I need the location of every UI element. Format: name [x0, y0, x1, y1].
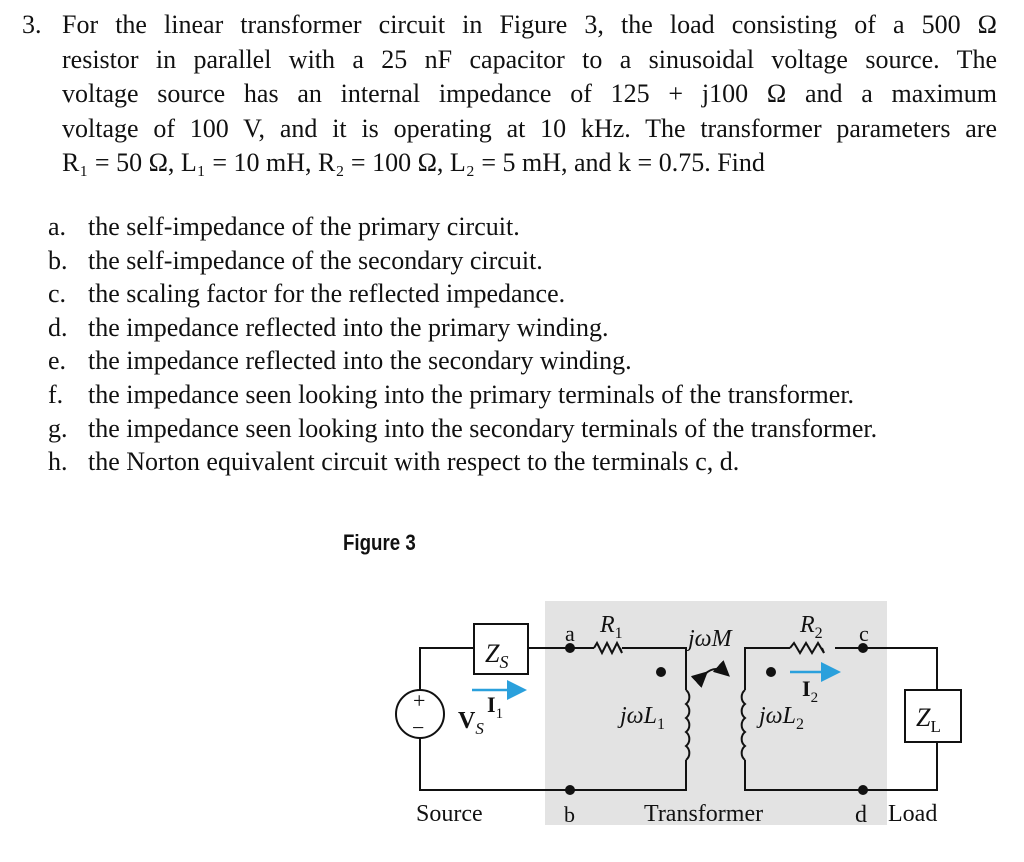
zl-box [904, 689, 962, 743]
primary-dot [656, 667, 666, 677]
r2-label: R2 [799, 612, 823, 642]
figure-title: Figure 3 [343, 530, 416, 555]
l2-label: jωL2 [756, 703, 804, 733]
transformer-label: Transformer [644, 801, 763, 827]
i1-label: I1 [487, 692, 503, 722]
terminal-b [565, 785, 575, 795]
part-d: d.the impedance reflected into the prima… [48, 312, 609, 342]
problem-line-3: voltage source has an internal impedance… [62, 79, 997, 108]
transformer-region [545, 601, 887, 825]
problem-line-2: resistor in parallel with a 25 nF capaci… [62, 44, 997, 74]
mutual-arrow [690, 660, 730, 688]
load-label: Load [888, 801, 937, 827]
question-parts: a.the self-impedance of the primary circ… [48, 210, 877, 479]
part-e: e.the impedance reflected into the secon… [48, 346, 632, 376]
l1-label: jωL1 [617, 703, 665, 733]
terminal-b-label: b [564, 802, 575, 827]
zs-box [473, 623, 529, 675]
r1-resistor [593, 640, 623, 656]
problem-text: For the linear transformer circuit in Fi… [62, 8, 997, 181]
part-f: f.the impedance seen looking into the pr… [48, 379, 855, 409]
l1-inductor [684, 689, 691, 761]
problem-number: 3. [22, 10, 42, 39]
secondary-dot [766, 667, 776, 677]
terminal-d-label: d [855, 802, 867, 828]
problem-line-5: R₁ = 50 Ω, L₁ = 10 mH, R₂ = 100 Ω, L₂ = … [62, 148, 765, 177]
part-c: c.the scaling factor for the reflected i… [48, 279, 566, 309]
problem-statement: 3. For the linear transformer circuit in… [22, 8, 997, 181]
terminal-c [858, 643, 868, 653]
terminal-d [858, 785, 868, 795]
terminal-c-label: c [859, 621, 869, 646]
terminal-a-label: a [565, 621, 575, 646]
i2-label: I2 [802, 676, 818, 706]
part-a: a.the self-impedance of the primary circ… [48, 212, 520, 241]
mutual-label: jωM [685, 626, 734, 652]
part-g: g.the impedance seen looking into the se… [48, 413, 878, 443]
source-plus: + [413, 688, 425, 713]
problem-line-4: voltage of 100 V, and it is operating at… [62, 113, 997, 143]
part-h: h.the Norton equivalent circuit with res… [48, 447, 740, 477]
zs-label: ZS [485, 639, 508, 672]
problem-line-1: For the linear transformer circuit in Fi… [62, 10, 997, 39]
circuit-wires [419, 647, 938, 791]
voltage-source-icon [395, 689, 445, 739]
r2-resistor [789, 641, 825, 655]
source-minus: − [412, 715, 424, 740]
zl-label: ZL [916, 703, 941, 736]
l2-inductor [740, 689, 747, 761]
source-label: Source [416, 801, 483, 827]
part-b: b.the self-impedance of the secondary ci… [48, 245, 543, 275]
vs-label: VS [458, 708, 484, 738]
terminal-a [565, 643, 575, 653]
r1-label: R1 [599, 612, 623, 642]
